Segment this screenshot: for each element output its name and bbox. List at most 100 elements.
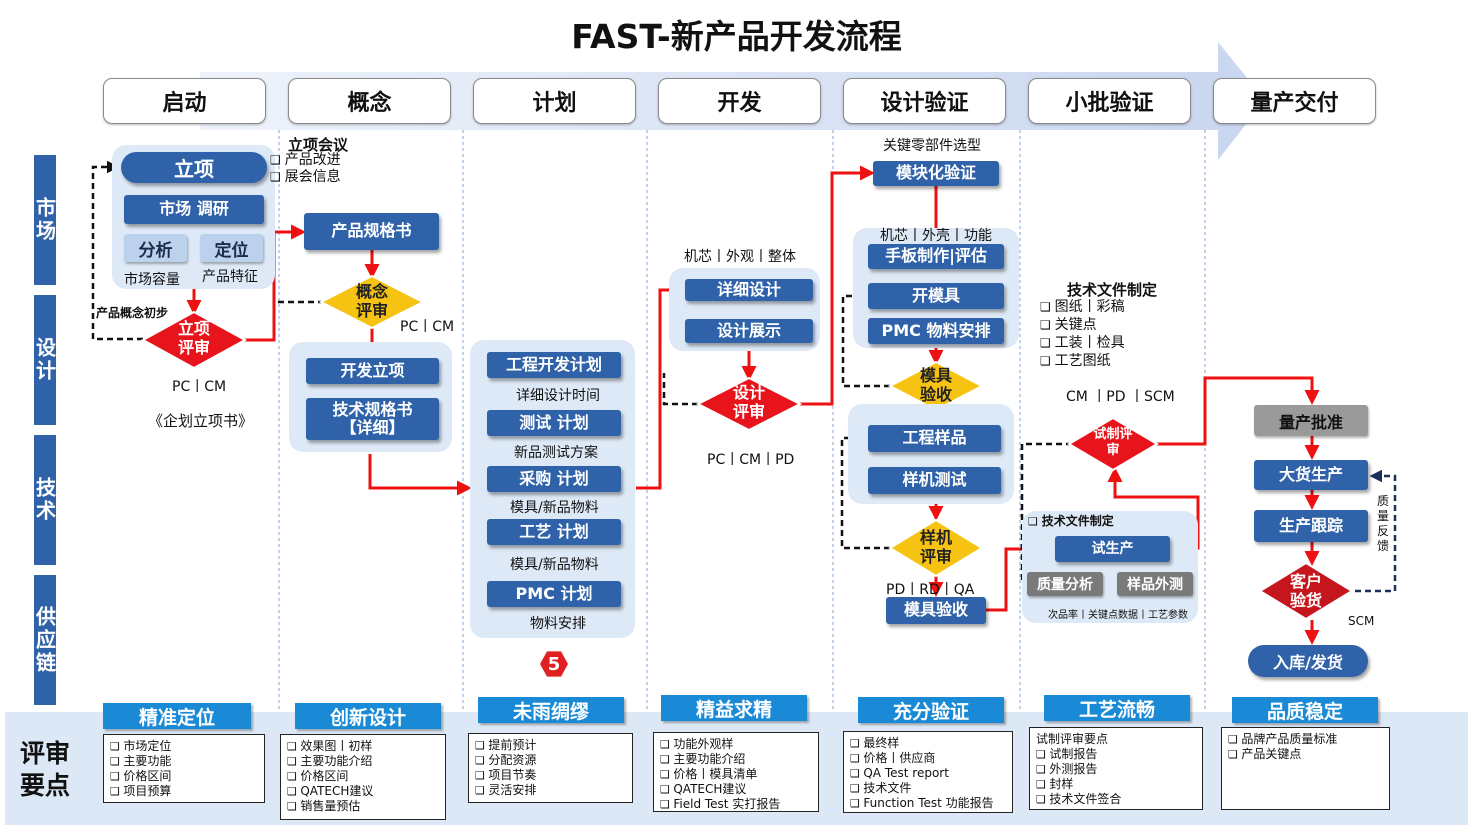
tech-docs-title: 技术文件制定 <box>1067 281 1158 299</box>
review-item: 外测报告 <box>1036 762 1097 776</box>
lixiang-review-diamond <box>140 310 248 370</box>
product-concept-label: 产品概念初步 <box>96 306 169 320</box>
develop-roles: PC丨CM丨PD <box>707 452 795 468</box>
review-item: 主要功能介绍 <box>660 752 745 766</box>
review-item: Field Test 实打报告 <box>660 797 780 811</box>
plan-document-label: 《企划立项书》 <box>148 412 254 430</box>
open-mold-box: 开模具 <box>868 283 1004 309</box>
phase-start: 启动 <box>103 78 266 124</box>
review-head-5: 充分验证 <box>858 697 1004 723</box>
review-item: 技术文件 <box>850 781 911 795</box>
review-item: 项目节奏 <box>475 768 536 782</box>
pilot-metrics: 次品率丨关键点数据丨工艺参数 <box>1048 610 1188 621</box>
review-head-3: 未雨绸缪 <box>478 697 624 723</box>
review-box-2: 效果图丨初样 主要功能介绍 价格区间 QATECH建议 销售量预估 <box>280 734 446 820</box>
concept-review-diamond <box>318 274 426 330</box>
market-research-box: 市场 调研 <box>124 195 264 224</box>
customer-accept-line1: 客户 <box>1289 572 1322 591</box>
design-review-line1: 设计 <box>732 383 765 402</box>
review-item: 试制报告 <box>1036 747 1097 761</box>
pilot-roles: CM 丨PD 丨SCM <box>1066 389 1175 405</box>
trial-production-box: 试生产 <box>1055 536 1170 562</box>
mass-approve-box: 量产批准 <box>1254 405 1368 436</box>
review-item: 价格区间 <box>287 769 348 783</box>
review-item: 封样 <box>1036 777 1073 791</box>
positioning-box: 定位 <box>200 234 263 262</box>
plan-purchase-note: 模具/新品物料 <box>510 500 599 516</box>
phase-mass-delivery: 量产交付 <box>1213 78 1376 124</box>
review-item: 市场定位 <box>110 739 171 753</box>
tech-spec-line1: 技术规格书 <box>332 399 413 419</box>
phase-concept: 概念 <box>288 78 451 124</box>
market-capacity-label: 市场容量 <box>124 272 180 288</box>
meeting-title: 立项会议 <box>288 136 349 154</box>
mold-check-line1: 模具 <box>919 366 952 385</box>
sample-external-test-box: 样品外测 <box>1117 572 1193 596</box>
review-head-1: 精准定位 <box>103 703 251 729</box>
customer-accept-diamond <box>1258 561 1354 621</box>
handmade-box: 手板制作|评估 <box>868 244 1004 269</box>
product-spec-box: 产品规格书 <box>304 213 439 250</box>
review-head-4: 精益求精 <box>661 695 807 721</box>
analysis-box: 分析 <box>124 234 187 262</box>
product-feature-label: 产品特征 <box>202 269 258 285</box>
verify-top-note: 关键零部件选型 <box>883 138 981 154</box>
pilot-group <box>1022 511 1198 623</box>
dev-initiation-box: 开发立项 <box>306 358 439 384</box>
review-item: 灵活安排 <box>475 783 536 797</box>
hexagon-badge-icon: 5 <box>540 651 568 677</box>
sample-review-line2: 评审 <box>919 547 952 567</box>
review-box-4: 功能外观样 主要功能介绍 价格丨模具清单 QATECH建议 Field Test… <box>653 732 819 812</box>
warehouse-ship-pill: 入库/发货 <box>1248 645 1368 677</box>
lane-supply: 供应链 <box>33 575 57 705</box>
lane-tech: 技术 <box>33 435 57 565</box>
mold-check-text: 模具 验收 <box>904 366 968 404</box>
verify-roles: PD丨RD丨QA <box>886 582 975 598</box>
bulk-production-box: 大货生产 <box>1254 460 1368 490</box>
detail-design-box: 详细设计 <box>685 279 813 301</box>
trial-review-diamond <box>1067 416 1159 472</box>
plan-process-box: 工艺 计划 <box>487 519 621 545</box>
review-item: QA Test report <box>850 766 949 780</box>
mass-scm-label: SCM <box>1348 614 1375 628</box>
review-head-6: 工艺流畅 <box>1044 695 1190 721</box>
concept-roles: PC丨CM <box>400 319 455 335</box>
tech-doc-item: 工装丨检具 <box>1040 335 1125 351</box>
review-item: 项目预算 <box>110 784 171 798</box>
pmc-material-box: PMC 物料安排 <box>868 318 1004 344</box>
trial-review-line2: 审 <box>1106 442 1120 458</box>
review-box-3: 提前预计 分配资源 项目节奏 灵活安排 <box>468 733 633 803</box>
plan-purchase-box: 采购 计划 <box>487 466 621 492</box>
meeting-items: 产品改进 展会信息 <box>270 152 341 186</box>
develop-top-note: 机芯丨外观丨整体 <box>684 249 796 265</box>
plan-test-note: 新品测试方案 <box>514 445 598 461</box>
design-review-line2: 评审 <box>732 402 765 422</box>
concept-review-text: 概念 评审 <box>336 282 408 320</box>
trial-review-text: 试制评 审 <box>1080 427 1146 458</box>
plan-pmc-box: PMC 计划 <box>487 581 621 607</box>
meeting-item: 产品改进 <box>270 152 341 168</box>
review-item: 最终样 <box>850 736 899 750</box>
plan-test-box: 测试 计划 <box>487 410 621 436</box>
lane-design: 设计 <box>33 295 57 425</box>
tech-docs-list: 图纸丨彩稿 关键点 工装丨检具 工艺图纸 <box>1040 298 1125 370</box>
sample-review-line1: 样机 <box>919 528 952 547</box>
review-head-7: 品质稳定 <box>1232 697 1378 723</box>
trial-review-line1: 试制评 <box>1093 427 1133 442</box>
review-head-2: 创新设计 <box>295 703 441 729</box>
design-review-diamond <box>695 376 803 432</box>
customer-accept-line2: 验货 <box>1289 591 1322 611</box>
sample-review-diamond <box>888 518 984 578</box>
review-item: 效果图丨初样 <box>287 739 372 753</box>
page-title: FAST-新产品开发流程 <box>571 17 902 56</box>
pilot-inner-title: 技术文件制定 <box>1028 514 1114 529</box>
review-item: 主要功能 <box>110 754 171 768</box>
plan-engineering-note: 详细设计时间 <box>516 388 600 404</box>
start-roles: PC丨CM <box>172 379 227 395</box>
review-item: 功能外观样 <box>660 737 733 751</box>
plan-process-note: 模具/新品物料 <box>510 557 599 573</box>
lixiang-review-line1: 立项 <box>177 319 210 338</box>
plan-engineering-box: 工程开发计划 <box>487 352 621 378</box>
lixiang-review-line2: 评审 <box>177 338 210 358</box>
quality-analysis-box: 质量分析 <box>1027 572 1103 596</box>
